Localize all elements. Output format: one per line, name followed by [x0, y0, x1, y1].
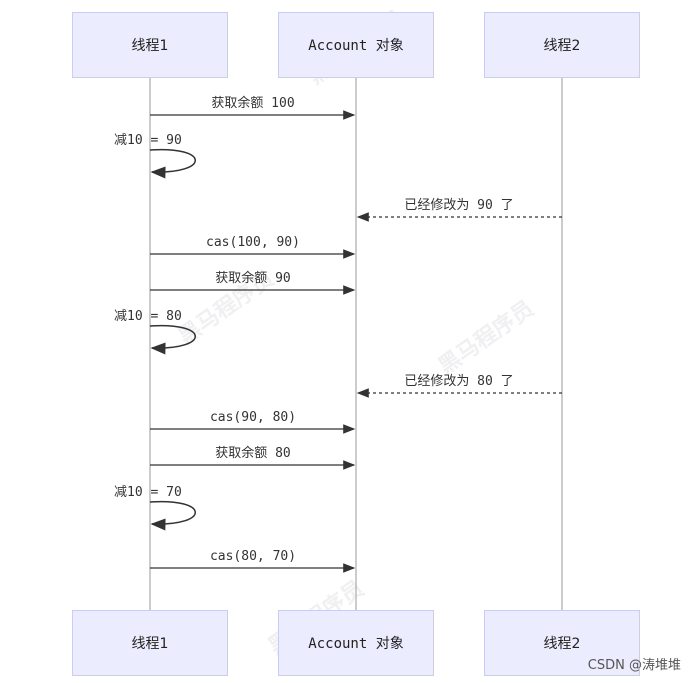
message-label: 获取余额 80: [215, 445, 290, 461]
actor-thread1-top: 线程1: [72, 12, 228, 78]
actor-account-bottom: Account 对象: [278, 610, 434, 676]
message-label: 获取余额 100: [211, 95, 294, 111]
self-message-arrow: [149, 500, 196, 531]
self-message-arrow: [149, 148, 196, 179]
message-label: 减10 = 80: [114, 309, 182, 324]
message-label: cas(90, 80): [210, 410, 296, 425]
message-label: cas(80, 70): [210, 549, 296, 564]
actor-thread2-bottom: 线程2: [484, 610, 640, 676]
message-label: 减10 = 90: [114, 133, 182, 148]
self-message-arrow: [149, 324, 196, 355]
message-label: 获取余额 90: [215, 270, 290, 286]
message-label: cas(100, 90): [206, 235, 300, 250]
actor-account-top: Account 对象: [278, 12, 434, 78]
actor-thread2-top: 线程2: [484, 12, 640, 78]
message-label: 已经修改为 80 了: [404, 374, 513, 389]
message-label: 已经修改为 90 了: [404, 198, 513, 213]
actor-thread1-bottom: 线程1: [72, 610, 228, 676]
footer-credit: CSDN @涛堆堆: [587, 658, 681, 673]
message-label: 减10 = 70: [114, 485, 182, 500]
